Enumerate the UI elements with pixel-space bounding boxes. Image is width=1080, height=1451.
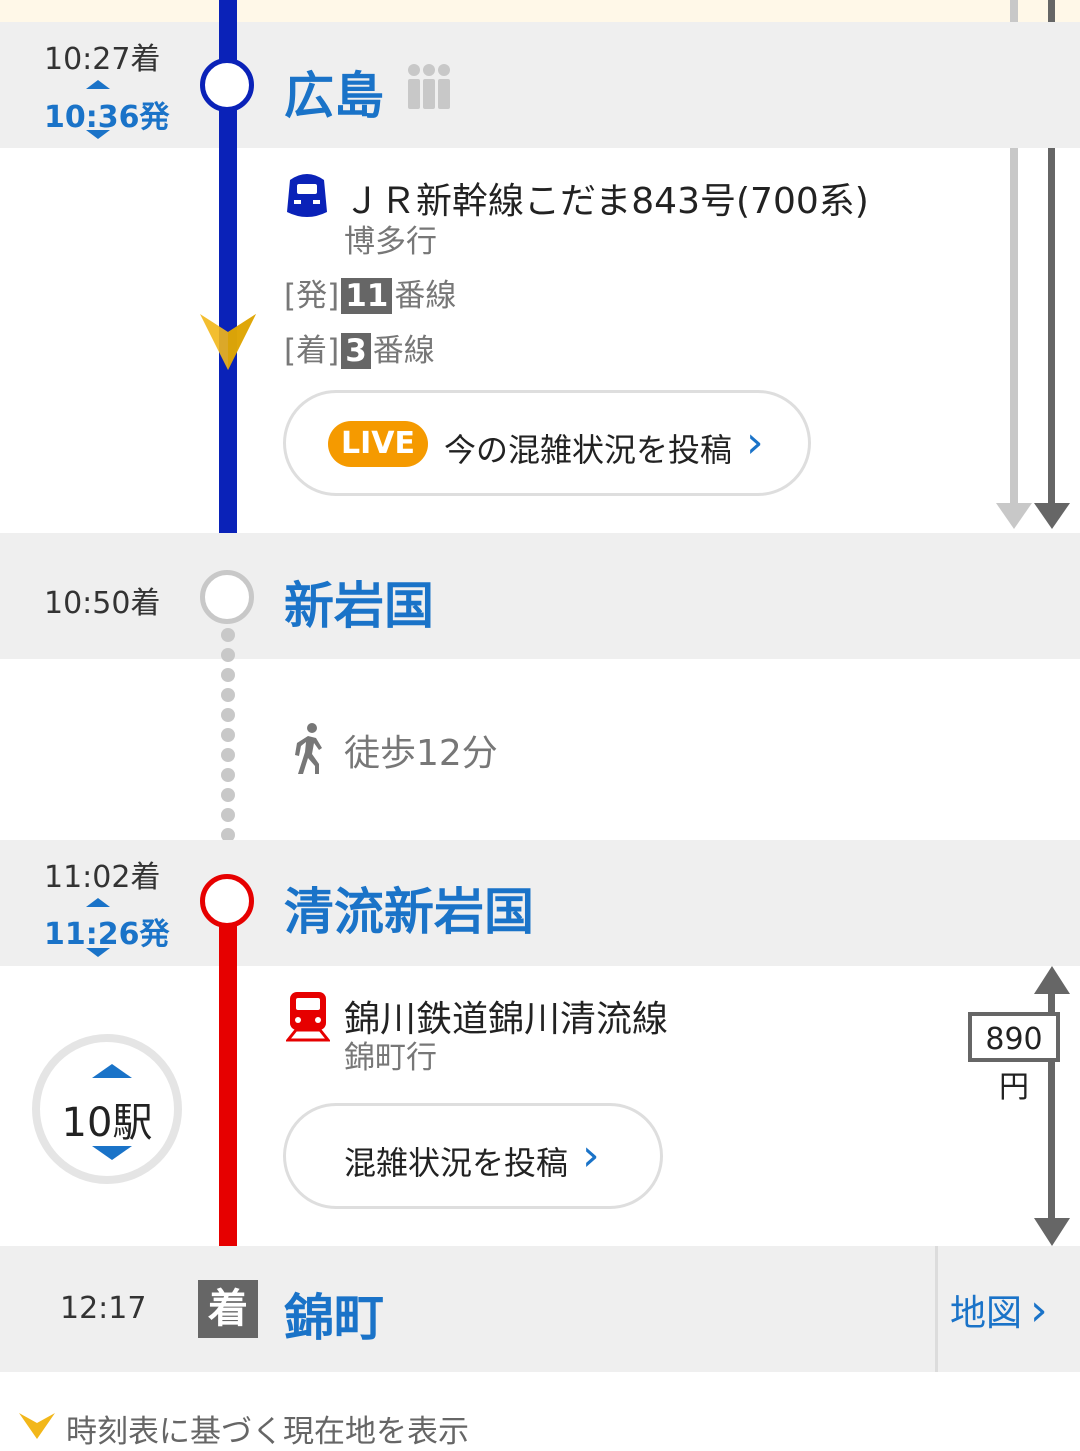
shinkansen-icon [284,172,330,224]
arrow-down-dark [1034,503,1070,529]
footer-note: 時刻表に基づく現在地を表示 [66,1414,469,1450]
arrow-down-dark [1034,1218,1070,1246]
walk-dot [221,688,235,702]
walk-dot [221,648,235,662]
current-position-legend-icon [18,1412,56,1440]
track-suffix: 番線 [372,333,435,369]
walk-dot [221,808,235,822]
current-position-marker-icon [198,312,258,372]
post-congestion-button[interactable]: 混雑状況を投稿 › [283,1103,663,1209]
arrive-time: 12:17 [60,1291,147,1326]
chevron-right-icon: › [746,417,764,468]
fare-range-dark [1048,0,1055,505]
depart-track-label: [発] [284,278,340,314]
station-node [200,570,254,624]
walk-dot [221,728,235,742]
live-badge: LIVE [328,421,428,467]
walking-person-icon [288,722,328,774]
chevron-right-icon: › [1030,1285,1048,1336]
walk-dot [221,768,235,782]
depart-time: 10:36発 [44,100,170,135]
updown-icon [86,130,110,139]
station-name[interactable]: 清流新岩国 [284,883,534,941]
walk-dot [221,708,235,722]
walk-dot [221,628,235,642]
post-label: 今の混雑状況を投稿 [444,431,733,469]
updown-icon [86,80,110,89]
stations-count: 10駅 [61,1100,153,1146]
fare-label: 890円 [968,1012,1060,1105]
station-name[interactable]: 広島 [284,67,384,125]
walk-dot [221,788,235,802]
station-row-hiroshima[interactable] [0,22,1080,148]
updown-icon [86,948,110,957]
track-suffix: 番線 [394,278,457,314]
route-line-local [219,900,237,1286]
arrive-time: 10:27着 [44,42,161,77]
station-row-seiryu-shin-iwakuni[interactable] [0,840,1080,966]
walk-dot [221,668,235,682]
station-name[interactable]: 新岩国 [284,577,434,635]
top-strip [0,0,1080,22]
live-post-button[interactable]: LIVE 今の混雑状況を投稿 › [283,390,811,496]
crowd-level-icon [406,62,452,110]
expand-down-icon [92,1146,132,1160]
line-name[interactable]: 錦川鉄道錦川清流線 [344,999,669,1040]
line-destination: 錦町行 [344,1040,437,1076]
arrival-badge: 着 [198,1280,258,1338]
walk-duration: 徒歩12分 [344,733,498,774]
arrow-down-light [996,503,1032,529]
line-destination: 博多行 [344,224,437,260]
route-line-shinkansen [219,0,237,572]
map-link-label: 地図 [950,1293,1023,1334]
map-link[interactable]: 地図› [950,1284,1048,1336]
arrive-time: 11:02着 [44,860,161,895]
updown-icon [86,898,110,907]
walk-dot [221,828,235,842]
arrive-track-label: [着] [284,333,340,369]
station-node [200,58,254,112]
depart-time: 11:26発 [44,917,170,952]
depart-track-number: 11 [341,278,393,314]
divider [935,1246,938,1372]
fare-range-dark [1048,992,1055,1222]
chevron-right-icon: › [582,1130,600,1181]
stations-count-button[interactable]: 10駅 [32,1034,182,1184]
line-name[interactable]: ＪＲ新幹線こだま843号(700系) [344,181,869,222]
fare-range-light [1010,0,1018,505]
train-icon [284,990,332,1042]
arrive-time: 10:50着 [44,586,161,621]
arrow-up-dark [1034,966,1070,994]
station-row-nishikicho[interactable] [0,1246,1080,1372]
station-node [200,874,254,928]
arrive-track-number: 3 [341,333,371,369]
station-row-shin-iwakuni[interactable] [0,533,1080,659]
station-name[interactable]: 錦町 [284,1289,384,1347]
post-label: 混雑状況を投稿 [344,1144,569,1182]
expand-up-icon [92,1064,132,1078]
walk-dot [221,748,235,762]
